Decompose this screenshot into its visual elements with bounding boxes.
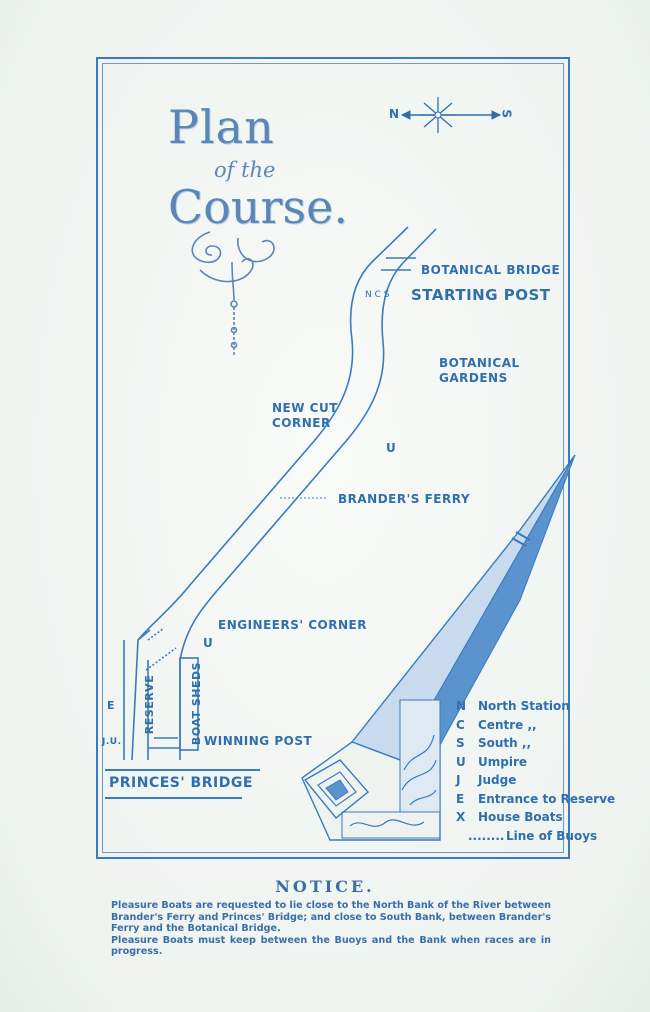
label-judge-umpire: J.U. xyxy=(102,737,122,747)
label-engineers-corner: ENGINEERS' CORNER xyxy=(218,618,367,632)
map-outer-border xyxy=(96,57,570,859)
label-botanical-gardens-2: GARDENS xyxy=(439,371,508,385)
label-botanical-gardens-1: BOTANICAL xyxy=(439,356,520,370)
legend-row: ........Line of Buoys xyxy=(456,827,615,846)
notice-body: Pleasure Boats are requested to lie clos… xyxy=(111,900,551,958)
title-plan: Plan xyxy=(168,100,275,154)
legend-text: Centre ,, xyxy=(478,717,537,732)
label-princes-bridge: PRINCES' BRIDGE xyxy=(109,775,253,791)
legend-row: X House Boats xyxy=(456,808,615,827)
legend-key: N xyxy=(456,699,467,714)
notice-paragraph-1: Pleasure Boats are requested to lie clos… xyxy=(111,900,551,934)
label-starting-post: STARTING POST xyxy=(411,286,551,304)
legend-text: South ,, xyxy=(478,736,532,751)
legend-text: House Boats xyxy=(478,810,563,825)
label-winning-post: WINNING POST xyxy=(204,734,313,748)
legend-row: J Judge xyxy=(456,771,615,790)
label-new-cut-corner-1: NEW CUT xyxy=(272,401,338,415)
label-entrance-e: E xyxy=(107,699,116,712)
compass-rose xyxy=(400,97,502,133)
legend-text: North Station xyxy=(478,699,570,714)
label-umpire-1: U xyxy=(386,441,397,455)
title-of-the: of the xyxy=(214,158,276,182)
title-course: Course. xyxy=(168,180,348,234)
legend-row: N North Station xyxy=(456,697,615,716)
legend-text: Umpire xyxy=(478,754,528,769)
map-inner-border xyxy=(102,63,564,853)
compass-south-label: S xyxy=(499,109,514,119)
label-botanical-bridge: BOTANICAL BRIDGE xyxy=(421,263,561,277)
legend-text: Line of Buoys xyxy=(506,828,598,843)
legend-text: Entrance to Reserve xyxy=(478,791,616,806)
perspective-column xyxy=(301,454,576,841)
legend-key: U xyxy=(456,754,466,769)
legend-key: ........ xyxy=(468,828,505,843)
label-boat-sheds: BOAT SHEDS xyxy=(190,661,204,746)
legend-key: J xyxy=(456,773,461,788)
compass-north-label: N xyxy=(389,107,400,121)
legend-row: C Centre ,, xyxy=(456,716,615,735)
label-ncs-stations: N C S xyxy=(365,290,390,300)
legend-row: S South ,, xyxy=(456,734,615,753)
notice-paragraph-2: Pleasure Boats must keep between the Buo… xyxy=(111,934,551,958)
label-umpire-2: U xyxy=(203,636,214,650)
legend-key: C xyxy=(456,717,465,732)
legend-row: U Umpire xyxy=(456,753,615,772)
legend-row: E Entrance to Reserve xyxy=(456,790,615,809)
title-ornament xyxy=(191,231,275,356)
label-branders-ferry: BRANDER'S FERRY xyxy=(338,492,471,506)
notice-heading: NOTICE. xyxy=(275,877,375,896)
legend-key: E xyxy=(456,791,465,806)
legend-key: S xyxy=(456,736,465,751)
label-new-cut-corner-2: CORNER xyxy=(272,416,331,430)
river-course xyxy=(105,226,437,799)
legend-text: Judge xyxy=(478,773,517,788)
map-legend: N North Station C Centre ,, S South ,, U Ump… xyxy=(456,697,615,845)
legend-key: X xyxy=(456,810,466,825)
label-reserve: RESERVE xyxy=(143,674,157,735)
